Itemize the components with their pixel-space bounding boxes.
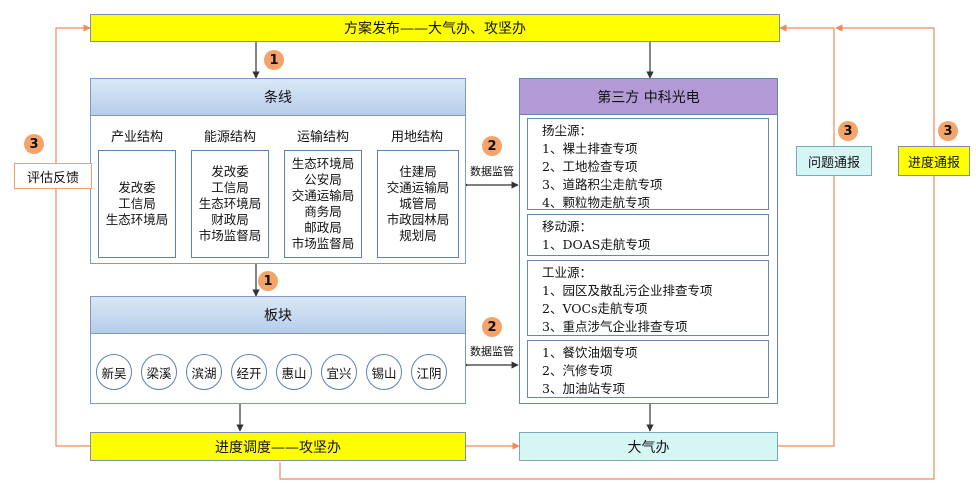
bankuai-header: 板块 (90, 296, 466, 334)
mobile-source-box: 移动源： 1、DOAS走航专项 (527, 214, 769, 256)
land-agencies-box: 住建局 交通运输局 城管局 市政园林局 规划局 (377, 150, 459, 258)
district-circle: 滨湖 (186, 354, 222, 390)
step-3-badge-feedback: 3 (24, 134, 44, 154)
column-title-land: 用地结构 (390, 130, 443, 145)
group-item: 2、工地检查专项 (542, 159, 638, 174)
district-circle: 经开 (231, 354, 267, 390)
transport-agencies-box: 生态环境局 公安局 交通运输局 商务局 邮政局 市场监督局 (284, 150, 362, 258)
progress-dispatch-label: 进度调度——攻坚办 (215, 439, 341, 456)
group-item: 1、DOAS走航专项 (542, 237, 651, 252)
step-2-badge-upper: 2 (482, 136, 502, 156)
district-circle: 锡山 (366, 354, 402, 390)
tiaoxian-header: 条线 (90, 78, 466, 116)
agency-item: 城管局 (399, 196, 437, 211)
agency-item: 交通运输局 (291, 188, 355, 203)
column-title-transport: 运输结构 (296, 130, 349, 145)
group-item: 2、VOCs走航专项 (542, 301, 648, 316)
third-party-header: 第三方 中科光电 (519, 78, 778, 115)
step-3-badge-progress: 3 (938, 121, 958, 141)
industrial-source-box: 工业源： 1、园区及散乱污企业排查专项 2、VOCs走航专项 3、重点涉气企业排… (527, 260, 769, 336)
bankuai-title: 板块 (264, 308, 292, 324)
column-title-energy: 能源结构 (203, 130, 256, 145)
progress-report-label: 进度通报 (907, 155, 960, 171)
group-title: 扬尘源： (542, 123, 593, 138)
agency-item: 交通运输局 (386, 180, 450, 195)
district-circle: 惠山 (276, 354, 312, 390)
industry-agencies-box: 发改委 工信局 生态环境局 (98, 150, 176, 258)
group-item: 3、加油站专项 (542, 381, 625, 396)
district-circle: 宜兴 (321, 354, 357, 390)
district-circle: 梁溪 (141, 354, 177, 390)
agency-item: 生态环境局 (291, 156, 355, 171)
group-item: 3、重点涉气企业排查专项 (542, 319, 688, 334)
daqiban-box: 大气办 (519, 432, 778, 461)
agency-item: 市场监督局 (291, 236, 355, 251)
agency-item: 商务局 (304, 204, 342, 219)
eval-feedback-box: 评估反馈 (14, 163, 92, 189)
group-item: 1、餐饮油烟专项 (542, 345, 638, 360)
step-2-badge-lower: 2 (482, 317, 502, 337)
group-item: 4、颗粒物走航专项 (542, 195, 650, 210)
tiaoxian-title: 条线 (264, 90, 292, 106)
agency-item: 工信局 (211, 180, 249, 195)
agency-item: 规划局 (399, 228, 437, 243)
group-title: 工业源： (542, 265, 593, 280)
agency-item: 生态环境局 (198, 196, 262, 211)
group-item: 2、汽修专项 (542, 363, 613, 378)
district-circle: 新吴 (96, 354, 132, 390)
group-item: 3、道路积尘走航专项 (542, 177, 663, 192)
plan-release-label: 方案发布——大气办、攻坚办 (344, 21, 526, 37)
agency-item: 生态环境局 (105, 212, 169, 227)
agency-item: 市场监督局 (198, 228, 262, 243)
other-source-box: 1、餐饮油烟专项 2、汽修专项 3、加油站专项 (527, 340, 769, 398)
daqiban-label: 大气办 (627, 439, 670, 456)
bankuai-panel: 板块 (90, 296, 466, 404)
agency-item: 工信局 (118, 196, 156, 211)
step-1-badge-top: 1 (264, 50, 284, 70)
agency-item: 邮政局 (304, 220, 342, 235)
district-circle: 江阴 (411, 354, 447, 390)
group-title: 移动源： (542, 219, 593, 234)
dust-source-box: 扬尘源： 1、裸土排查专项 2、工地检查专项 3、道路积尘走航专项 4、颗粒物走… (527, 118, 769, 210)
step-3-badge-problem: 3 (838, 121, 858, 141)
data-monitor-label-lower: 数据监管 (470, 345, 514, 358)
problem-report-box: 问题通报 (796, 146, 872, 176)
progress-dispatch-bar: 进度调度——攻坚办 (90, 432, 466, 461)
step-1-badge-mid: 1 (258, 271, 278, 291)
group-item: 1、裸土排查专项 (542, 141, 638, 156)
third-party-title: 第三方 中科光电 (597, 89, 700, 106)
eval-feedback-label: 评估反馈 (26, 170, 79, 186)
group-item: 1、园区及散乱污企业排查专项 (542, 283, 713, 298)
agency-item: 住建局 (399, 164, 437, 179)
agency-item: 发改委 (118, 180, 156, 195)
energy-agencies-box: 发改委 工信局 生态环境局 财政局 市场监督局 (191, 150, 269, 258)
agency-item: 发改委 (211, 164, 249, 179)
agency-item: 市政园林局 (386, 212, 450, 227)
data-monitor-label-upper: 数据监管 (470, 165, 514, 178)
progress-report-box: 进度通报 (898, 146, 970, 176)
problem-report-label: 问题通报 (807, 155, 860, 171)
column-title-industry: 产业结构 (110, 130, 163, 145)
agency-item: 公安局 (304, 172, 342, 187)
agency-item: 财政局 (211, 212, 249, 227)
plan-release-bar: 方案发布——大气办、攻坚办 (90, 14, 780, 42)
